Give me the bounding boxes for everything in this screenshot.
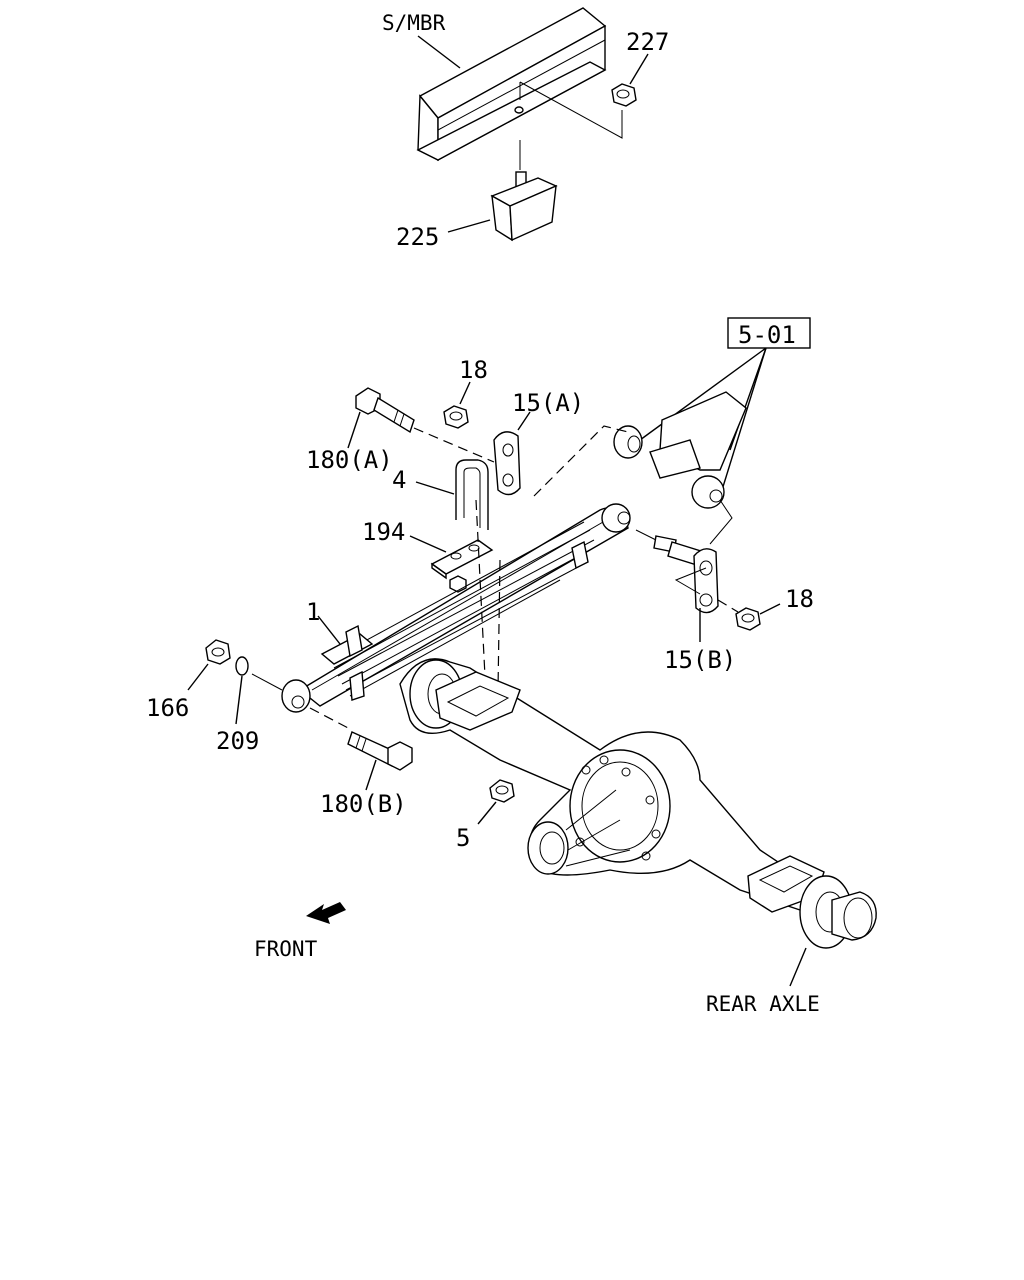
label-209: 209 xyxy=(216,727,259,755)
part-4-u-bolt xyxy=(455,459,489,530)
part-1-leaf-spring xyxy=(281,503,631,713)
label-15b: 15(B) xyxy=(664,646,736,674)
label-s-mbr: S/MBR xyxy=(382,11,446,35)
label-225: 225 xyxy=(396,223,439,251)
label-180b: 180(B) xyxy=(320,790,407,818)
part-225-bumper xyxy=(490,171,558,242)
side-member xyxy=(416,7,607,162)
label-227: 227 xyxy=(626,28,669,56)
part-15b-shackle xyxy=(653,535,719,614)
part-227-nut xyxy=(611,83,637,107)
label-18-top: 18 xyxy=(459,356,488,384)
part-209-washer xyxy=(235,656,249,676)
box-5-01 xyxy=(727,317,811,349)
part-194-plate xyxy=(430,539,494,580)
label-166: 166 xyxy=(146,694,189,722)
label-194: 194 xyxy=(362,518,405,546)
part-180a-bolt xyxy=(355,387,415,434)
arrow-down-left-icon xyxy=(306,902,346,924)
label-1: 1 xyxy=(306,598,320,626)
part-5-nut xyxy=(489,779,515,803)
label-front: FRONT xyxy=(254,937,318,961)
label-4: 4 xyxy=(392,466,406,494)
label-180a: 180(A) xyxy=(306,446,393,474)
hanger-bracket xyxy=(613,391,747,509)
label-15a: 15(A) xyxy=(512,389,584,417)
label-18-right: 18 xyxy=(785,585,814,613)
part-18-nut-right xyxy=(735,607,761,631)
u-bolt-nut xyxy=(449,575,467,593)
rear-axle-housing xyxy=(399,658,877,949)
label-5-01: 5-01 xyxy=(738,321,796,349)
part-18-nut-top xyxy=(443,405,469,429)
label-rear-axle: REAR AXLE xyxy=(706,992,820,1016)
part-180b-bolt xyxy=(347,731,413,771)
label-5: 5 xyxy=(456,824,470,852)
part-15a-shackle xyxy=(493,431,521,496)
part-166-nut xyxy=(205,639,231,665)
